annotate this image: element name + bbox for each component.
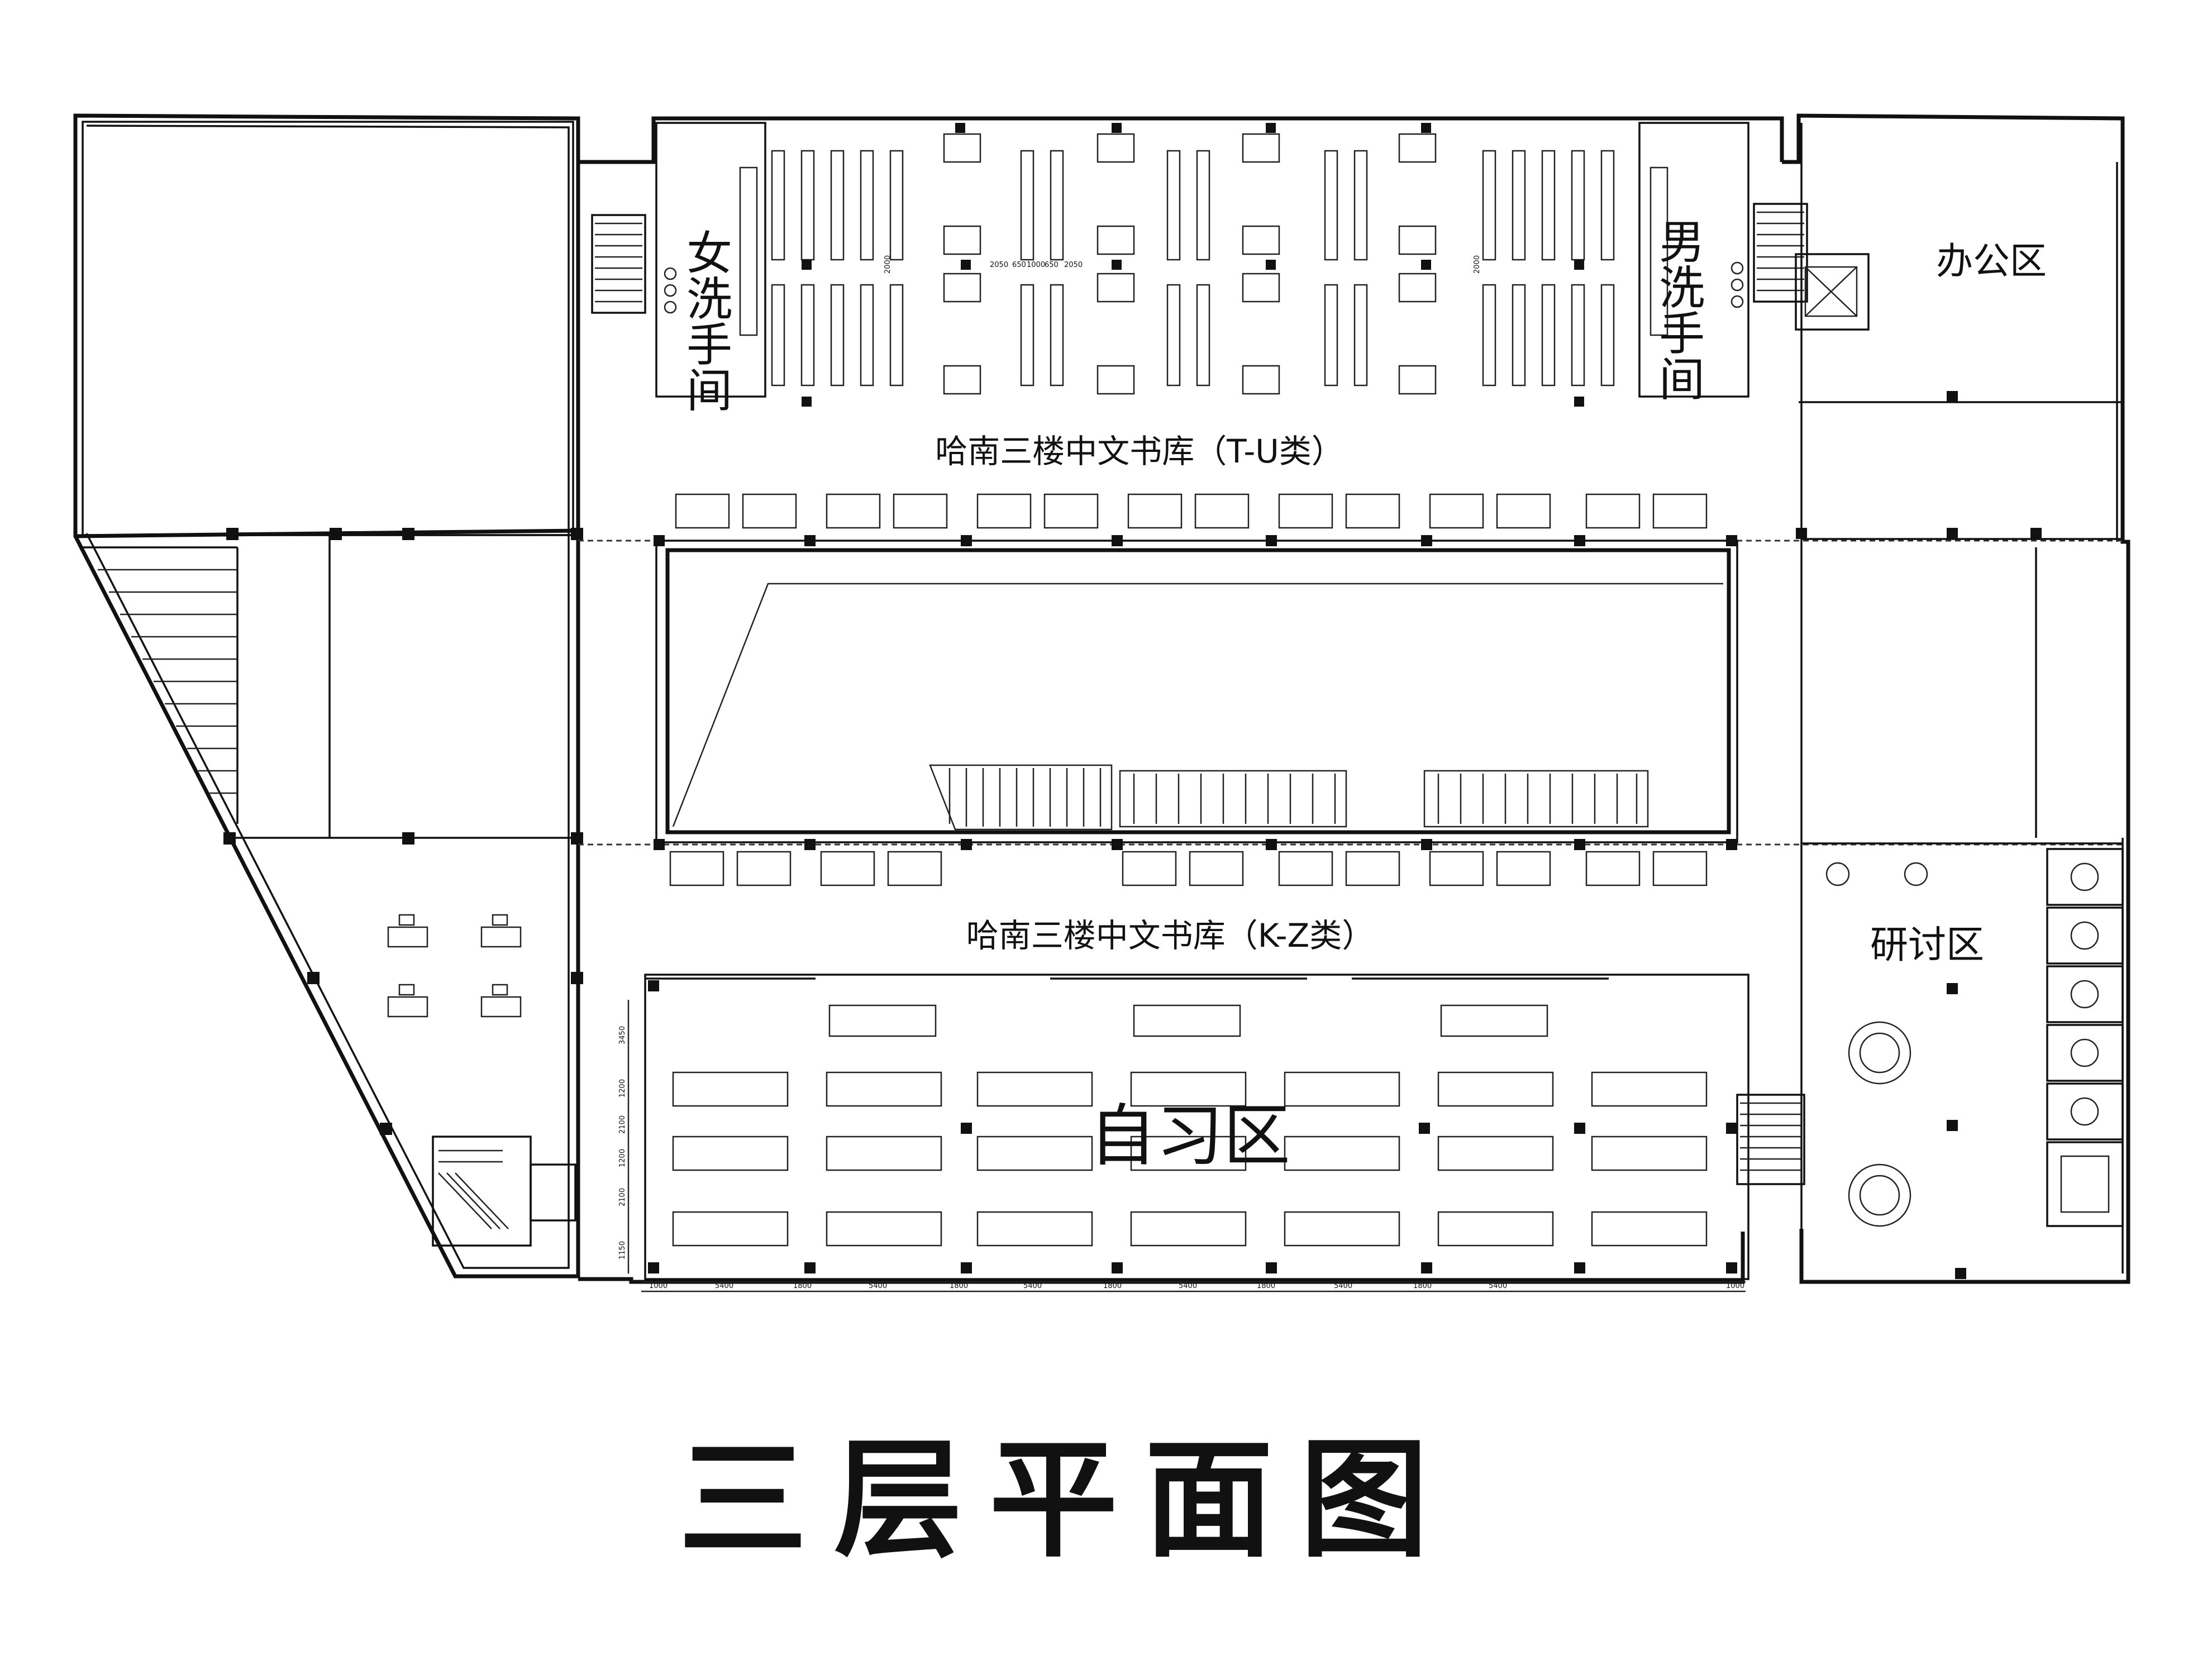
plan-title: 三层平面图 — [679, 1424, 1455, 1575]
bottom-dimensions: 1000 5400 1800 5400 1800 5400 1800 5400 … — [649, 1282, 1744, 1290]
left-wing — [82, 121, 583, 1247]
study-tables — [672, 1004, 1708, 1247]
central-atrium — [578, 535, 2123, 886]
top-stacks-area — [591, 122, 1808, 529]
svg-text:1000: 1000 — [1726, 1282, 1744, 1290]
svg-text:2050: 2050 — [1064, 261, 1083, 269]
svg-text:1000: 1000 — [649, 1282, 668, 1290]
svg-text:2050: 2050 — [990, 261, 1008, 269]
svg-text:女洗手间: 女洗手间 — [679, 229, 732, 412]
elevator — [1795, 253, 1870, 331]
round-tables — [1825, 862, 1928, 1227]
stacks-dimensions: 2000 2050 650 1000 650 2050 2000 — [884, 255, 1481, 274]
svg-text:3450: 3450 — [618, 1026, 627, 1044]
womens-restroom-label: 女洗手间 — [679, 229, 732, 412]
mens-restroom-label: 男洗手间 — [1651, 218, 1704, 401]
stacks-tu-label: 哈南三楼中文书库（T-U类） — [935, 432, 1344, 470]
atrium-top-shelf-row — [675, 493, 1708, 529]
svg-text:5400: 5400 — [1489, 1282, 1507, 1290]
stacks-right-group — [1482, 150, 1615, 387]
stacks-left-group — [771, 150, 904, 387]
svg-text:1800: 1800 — [1103, 1282, 1122, 1290]
svg-text:1200: 1200 — [618, 1079, 627, 1098]
svg-text:5400: 5400 — [715, 1282, 733, 1290]
svg-text:1800: 1800 — [1413, 1282, 1432, 1290]
discussion-booths — [2046, 848, 2124, 1227]
svg-text:1800: 1800 — [950, 1282, 968, 1290]
svg-text:2100: 2100 — [618, 1115, 627, 1134]
study-area-label: 自习区 — [1089, 1098, 1290, 1175]
atrium-escalators — [929, 764, 1649, 831]
svg-text:男洗手间: 男洗手间 — [1651, 218, 1704, 401]
stacks-center-left-group — [1020, 150, 1368, 387]
svg-text:5400: 5400 — [869, 1282, 887, 1290]
svg-text:5400: 5400 — [1334, 1282, 1352, 1290]
top-reading-tables — [943, 133, 1437, 395]
stacks-kz-label: 哈南三楼中文书库（K-Z类） — [966, 917, 1375, 955]
bottom-left-stair — [432, 1136, 576, 1247]
left-wing-tables — [387, 914, 522, 1018]
svg-text:1200: 1200 — [618, 1149, 627, 1167]
left-stair — [98, 569, 237, 794]
svg-text:5400: 5400 — [1179, 1282, 1197, 1290]
office-label: 办公区 — [1936, 240, 2047, 283]
svg-text:5400: 5400 — [1023, 1282, 1042, 1290]
svg-text:2000: 2000 — [884, 255, 892, 274]
svg-text:2100: 2100 — [618, 1188, 627, 1206]
atrium-bottom-shelf-row — [669, 851, 1708, 886]
svg-text:1150: 1150 — [618, 1241, 627, 1260]
svg-text:650: 650 — [1045, 261, 1059, 269]
study-area — [627, 974, 1805, 1292]
svg-text:650: 650 — [1012, 261, 1026, 269]
left-dimensions: 3450 1200 2100 1200 2100 1150 — [618, 1026, 627, 1260]
svg-text:1800: 1800 — [1257, 1282, 1275, 1290]
svg-text:1800: 1800 — [793, 1282, 812, 1290]
discussion-label: 研讨区 — [1870, 923, 1984, 967]
svg-text:1000: 1000 — [1027, 261, 1045, 269]
svg-text:2000: 2000 — [1473, 255, 1481, 274]
right-block — [1795, 123, 2124, 1279]
